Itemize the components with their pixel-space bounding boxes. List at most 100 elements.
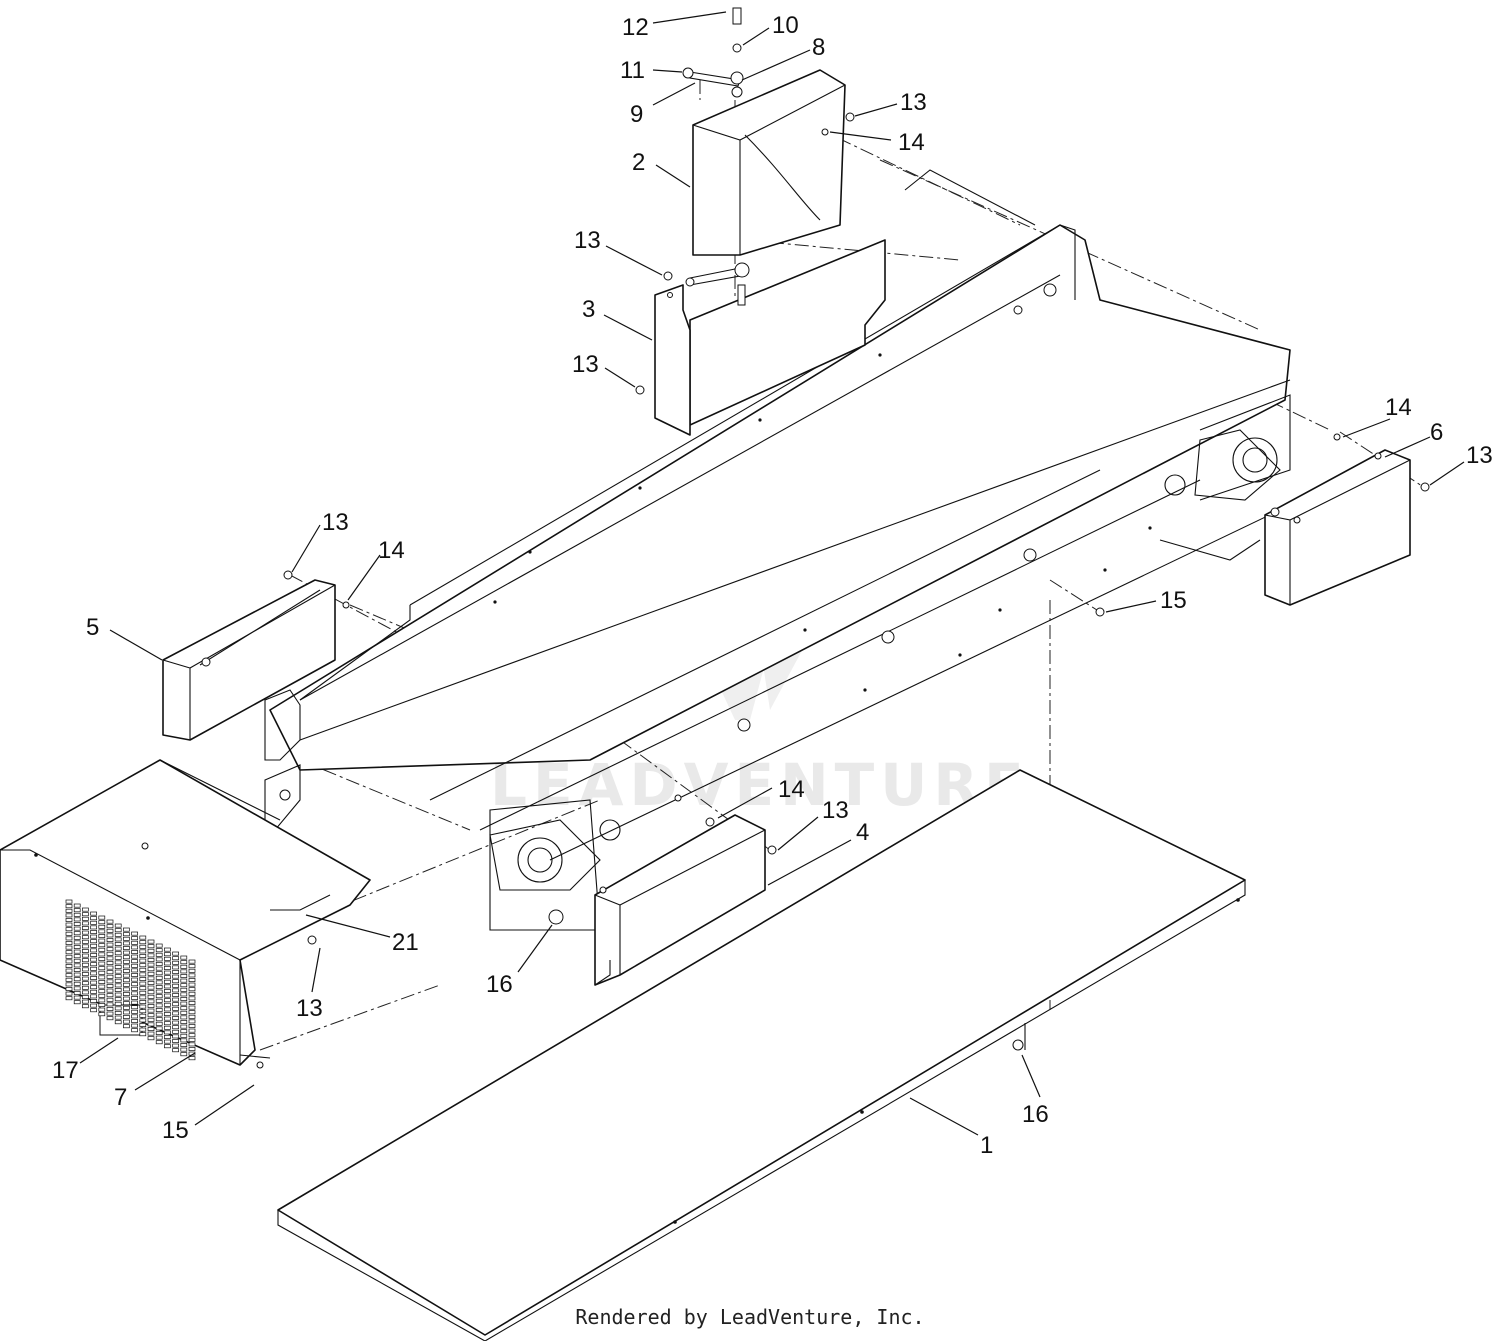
grille-slot bbox=[90, 1008, 97, 1013]
grille-slot bbox=[139, 981, 147, 986]
callout-labels: 12 10 8 11 9 13 14 2 13 3 13 14 6 13 13 … bbox=[52, 12, 1493, 1159]
grille-slot bbox=[180, 974, 188, 978]
grille-slot bbox=[65, 945, 73, 950]
grille-slot bbox=[106, 993, 114, 998]
grille-slot bbox=[164, 1007, 171, 1012]
callout-11: 11 bbox=[620, 57, 645, 84]
grille-slot bbox=[155, 975, 163, 980]
grille-slot bbox=[155, 1026, 163, 1031]
grille-slot bbox=[90, 989, 97, 994]
grille-slot bbox=[65, 959, 73, 964]
grille-slot bbox=[114, 1020, 122, 1025]
grille-slot bbox=[188, 964, 196, 969]
grille-slot bbox=[65, 927, 73, 932]
part-3-side-plate bbox=[654, 284, 691, 436]
grille-slot bbox=[123, 932, 130, 937]
grille-slot bbox=[155, 989, 163, 994]
grille-slot bbox=[90, 948, 97, 953]
grille-slot bbox=[123, 1015, 130, 1019]
grille-slot bbox=[82, 921, 89, 926]
grille-slot bbox=[114, 988, 122, 992]
grille-slot bbox=[147, 999, 155, 1004]
grille-slot bbox=[73, 1000, 81, 1005]
grille-slot bbox=[65, 941, 73, 945]
grille-slot bbox=[147, 990, 155, 995]
callout-1: 1 bbox=[980, 1132, 993, 1159]
grille-slot bbox=[114, 937, 122, 942]
grille-slot bbox=[90, 999, 97, 1003]
callout-13-right: 13 bbox=[1466, 442, 1493, 469]
grille-slot bbox=[114, 955, 122, 960]
grille-slot bbox=[188, 959, 196, 964]
grille-slot bbox=[155, 1012, 163, 1017]
grille-slot bbox=[155, 1021, 163, 1026]
grille-slot bbox=[155, 998, 163, 1003]
grille-slot bbox=[131, 940, 138, 945]
grille-slot bbox=[73, 954, 81, 959]
grille-slot bbox=[114, 946, 122, 951]
callout-13-top: 13 bbox=[900, 89, 927, 116]
grille-slot bbox=[65, 991, 73, 996]
grille-slot bbox=[180, 983, 188, 988]
grille-slot bbox=[155, 1008, 163, 1012]
grille-slot bbox=[73, 972, 81, 977]
part-5-left-guard bbox=[162, 570, 350, 741]
grille-slot bbox=[90, 911, 97, 916]
grille-slot bbox=[164, 998, 171, 1003]
grille-slot bbox=[131, 1005, 138, 1010]
grille-slot bbox=[131, 986, 138, 991]
grille-slot bbox=[164, 1039, 171, 1044]
grille-slot bbox=[155, 1031, 163, 1035]
callout-16-lower: 16 bbox=[486, 971, 513, 998]
grille-slot bbox=[106, 970, 114, 975]
grille-slot bbox=[114, 942, 122, 946]
grille-slot bbox=[82, 926, 89, 930]
grille-slot bbox=[147, 1008, 155, 1013]
grille-slot bbox=[155, 1035, 163, 1040]
grille-slot bbox=[90, 943, 97, 948]
grille-slot bbox=[147, 962, 155, 967]
grille-slot bbox=[73, 963, 81, 968]
grille-slot bbox=[147, 976, 155, 981]
grille-slot bbox=[123, 950, 130, 955]
grille-slot bbox=[147, 981, 155, 985]
grille-slot bbox=[123, 1019, 130, 1024]
callout-7: 7 bbox=[114, 1084, 127, 1111]
grille-slot bbox=[188, 968, 196, 973]
watermark-text: LEADVENTURE bbox=[490, 751, 1030, 819]
grille-slot bbox=[82, 985, 89, 990]
callout-14-right: 14 bbox=[1385, 394, 1412, 421]
grille-slot bbox=[106, 979, 114, 984]
callout-14-left: 14 bbox=[378, 537, 405, 564]
grille-slot bbox=[139, 977, 147, 981]
callout-4: 4 bbox=[856, 819, 869, 846]
part-6-right-guard bbox=[1264, 433, 1430, 606]
grille-slot bbox=[172, 983, 179, 988]
grille-slot bbox=[131, 1023, 138, 1028]
grille bbox=[65, 899, 196, 1061]
grille-slot bbox=[188, 978, 196, 982]
grille-slot bbox=[164, 993, 171, 998]
grille-slot bbox=[65, 904, 73, 909]
grille-slot bbox=[188, 1056, 196, 1061]
grille-slot bbox=[73, 949, 81, 954]
grille-slot bbox=[123, 941, 130, 946]
grille-slot bbox=[106, 984, 114, 988]
grille-slot bbox=[139, 1013, 147, 1018]
grille-slot bbox=[131, 950, 138, 954]
grille-slot bbox=[164, 1012, 171, 1016]
grille-slot bbox=[188, 996, 196, 1001]
grille-slot bbox=[180, 1052, 188, 1057]
grille-slot bbox=[172, 1034, 179, 1039]
grille-slot bbox=[155, 994, 163, 999]
grille-slot bbox=[73, 926, 81, 931]
grille-slot bbox=[147, 1036, 155, 1041]
grille-slot bbox=[164, 989, 171, 993]
grille-slot bbox=[164, 952, 171, 957]
grille-slot bbox=[139, 935, 147, 940]
grille-slot bbox=[65, 922, 73, 927]
grille-slot bbox=[106, 951, 114, 956]
callout-13-cover: 13 bbox=[296, 995, 323, 1022]
grille-slot bbox=[180, 1033, 188, 1038]
